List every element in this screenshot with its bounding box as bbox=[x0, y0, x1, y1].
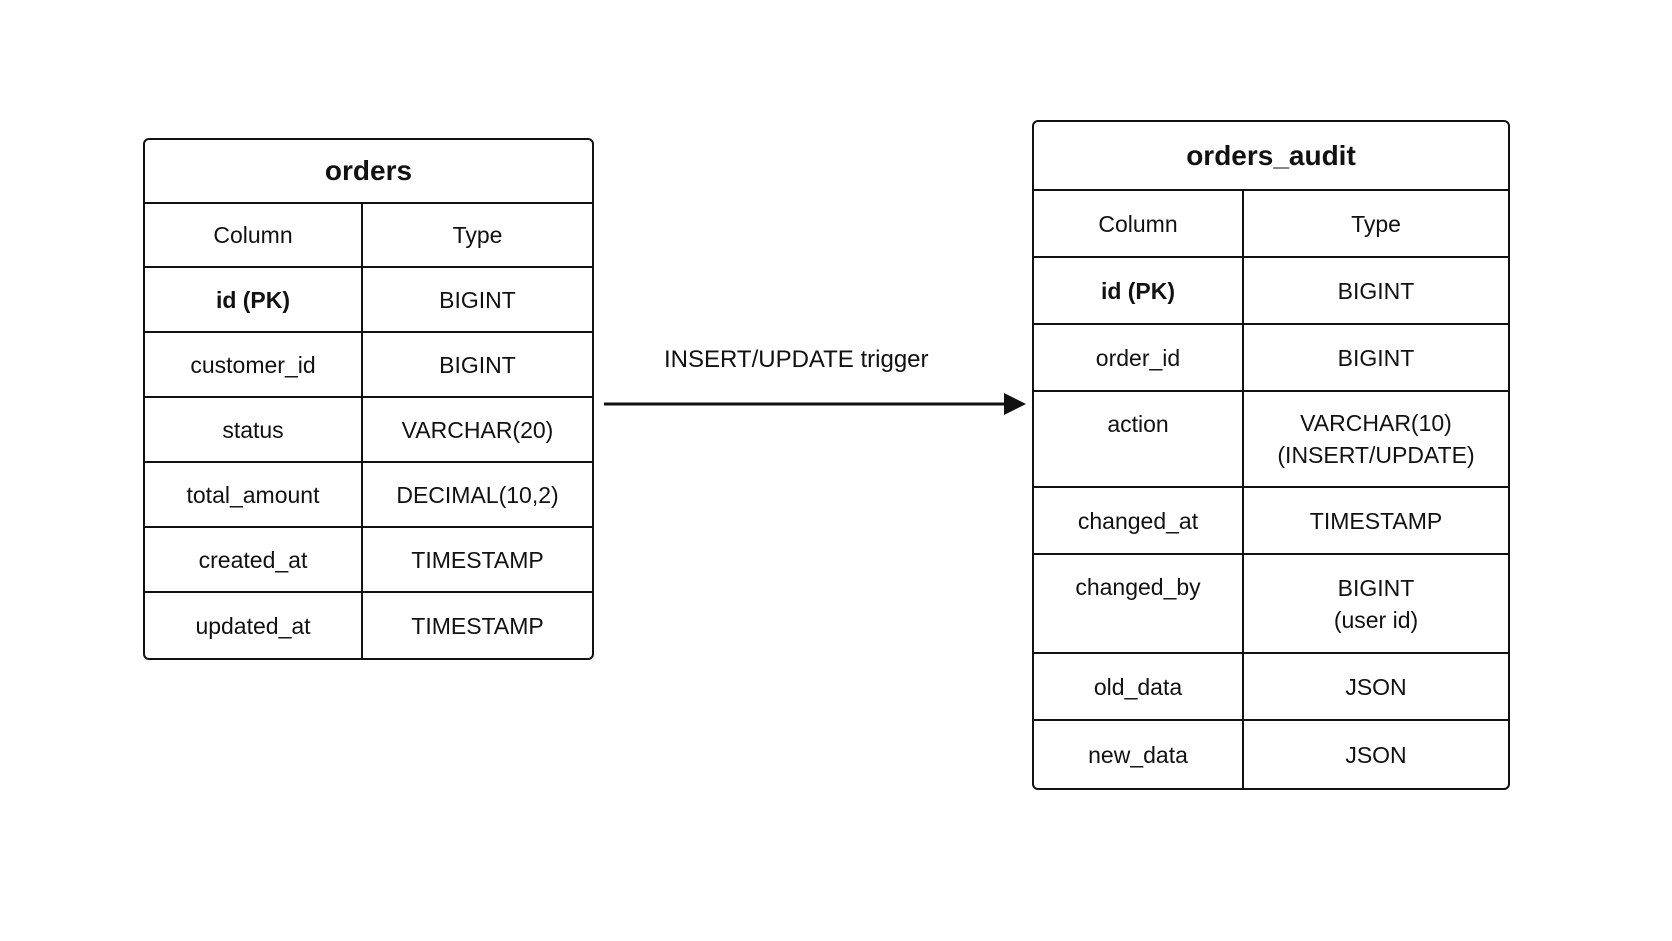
table-row: total_amount DECIMAL(10,2) bbox=[145, 463, 592, 528]
orders-type-id: BIGINT bbox=[439, 286, 516, 313]
orders-column-total-amount: total_amount bbox=[145, 463, 363, 526]
audit-column-new-data: new_data bbox=[1034, 721, 1244, 788]
table-row: updated_at TIMESTAMP bbox=[145, 593, 592, 658]
trigger-label: INSERT/UPDATE trigger bbox=[664, 346, 929, 373]
audit-column-changed-by: changed_by bbox=[1034, 555, 1244, 652]
orders-type-customer-id: BIGINT bbox=[439, 351, 516, 378]
orders-header-type: Type bbox=[452, 222, 503, 248]
orders-header-column: Column bbox=[145, 204, 363, 266]
orders-header-row: Column Type bbox=[145, 204, 592, 268]
table-row: status VARCHAR(20) bbox=[145, 398, 592, 463]
table-row: created_at TIMESTAMP bbox=[145, 528, 592, 593]
audit-type-order-id: BIGINT bbox=[1337, 344, 1415, 371]
audit-type-changed-by: BIGINT (user id) bbox=[1333, 574, 1419, 633]
orders-column-updated-at: updated_at bbox=[145, 593, 363, 658]
arrow-head-icon bbox=[1004, 393, 1026, 415]
audit-column-old-data: old_data bbox=[1034, 654, 1244, 719]
audit-type-action: VARCHAR(10) (INSERT/UPDATE) bbox=[1277, 410, 1475, 468]
audit-type-new-data: JSON bbox=[1345, 741, 1407, 768]
orders-table-title: orders bbox=[145, 140, 592, 204]
table-row: order_id BIGINT bbox=[1034, 325, 1508, 392]
table-row: id (PK) BIGINT bbox=[1034, 258, 1508, 325]
audit-type-id: BIGINT bbox=[1337, 277, 1415, 304]
audit-column-id: id (PK) bbox=[1034, 258, 1244, 323]
trigger-arrow bbox=[604, 393, 1026, 415]
audit-column-order-id: order_id bbox=[1034, 325, 1244, 390]
audit-column-changed-at: changed_at bbox=[1034, 488, 1244, 553]
audit-header-type: Type bbox=[1351, 210, 1401, 237]
audit-type-old-data: JSON bbox=[1345, 673, 1407, 700]
table-row: old_data JSON bbox=[1034, 654, 1508, 721]
table-row: customer_id BIGINT bbox=[145, 333, 592, 398]
audit-header-row: Column Type bbox=[1034, 191, 1508, 258]
table-row: new_data JSON bbox=[1034, 721, 1508, 788]
audit-column-action: action bbox=[1034, 392, 1244, 486]
orders-column-id: id (PK) bbox=[145, 268, 363, 331]
orders-column-status: status bbox=[145, 398, 363, 461]
orders-audit-table: orders_audit Column Type id (PK) BIGINT … bbox=[1032, 120, 1510, 790]
orders-column-created-at: created_at bbox=[145, 528, 363, 591]
table-row: action VARCHAR(10) (INSERT/UPDATE) bbox=[1034, 392, 1508, 488]
orders-column-customer-id: customer_id bbox=[145, 333, 363, 396]
table-row: changed_at TIMESTAMP bbox=[1034, 488, 1508, 555]
table-row: id (PK) BIGINT bbox=[145, 268, 592, 333]
table-row: changed_by BIGINT (user id) bbox=[1034, 555, 1508, 654]
audit-header-column: Column bbox=[1034, 191, 1244, 256]
orders-type-total-amount: DECIMAL(10,2) bbox=[396, 481, 559, 508]
orders-type-updated-at: TIMESTAMP bbox=[411, 612, 544, 639]
orders-type-status: VARCHAR(20) bbox=[401, 416, 554, 443]
orders-type-created-at: TIMESTAMP bbox=[411, 546, 544, 573]
orders-table: orders Column Type id (PK) BIGINT custom… bbox=[143, 138, 594, 660]
orders-audit-table-title: orders_audit bbox=[1034, 122, 1508, 191]
audit-type-changed-at: TIMESTAMP bbox=[1309, 507, 1443, 534]
